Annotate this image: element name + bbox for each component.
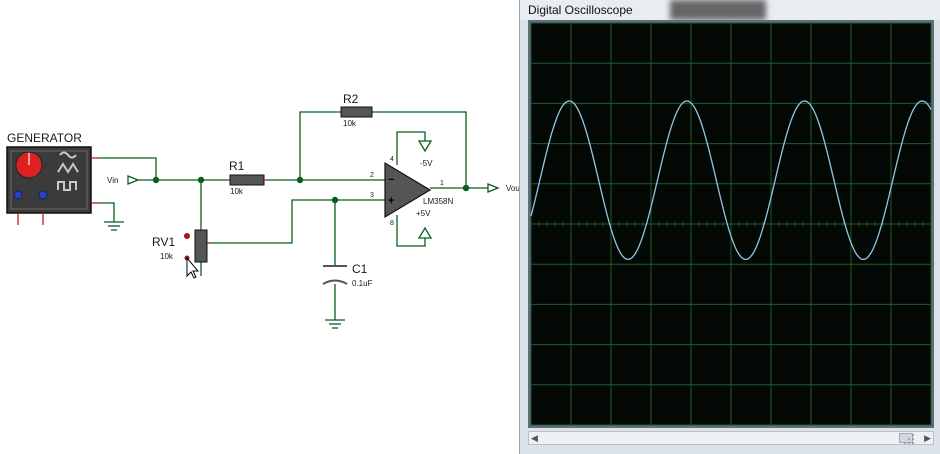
pos-supply-label: +5V xyxy=(416,209,431,218)
c1-label: C1 xyxy=(352,262,368,276)
opamp-minus-icon: − xyxy=(388,174,394,186)
oscilloscope-screen[interactable] xyxy=(528,20,934,428)
oscilloscope-trace xyxy=(530,100,932,261)
oscilloscope-titlebar[interactable]: Digital Oscilloscope xyxy=(520,0,940,20)
rv1-increase-icon[interactable] xyxy=(184,233,190,239)
rv1-label: RV1 xyxy=(152,235,175,249)
horizontal-scrollbar[interactable]: ◀ ▶ xyxy=(528,431,934,445)
positive-supply[interactable]: +5V xyxy=(416,209,433,239)
oscilloscope-grid xyxy=(530,22,932,426)
generator-label: GENERATOR xyxy=(7,131,82,145)
opamp-lm358n[interactable]: − + 2 3 1 4 8 LM358N xyxy=(370,156,453,227)
waveform-symbols-icon xyxy=(57,151,79,191)
oscilloscope-display-frame xyxy=(528,20,934,428)
pin-8-label: 8 xyxy=(390,220,394,227)
vin-label: Vin xyxy=(107,176,118,185)
function-generator[interactable]: GENERATOR xyxy=(6,131,99,225)
pin-1-label: 1 xyxy=(440,180,444,187)
oscilloscope-window[interactable]: Digital Oscilloscope ◀ ▶ xyxy=(519,0,940,454)
rv1-value: 10k xyxy=(160,252,174,261)
ground-icon xyxy=(104,221,124,231)
potentiometer-rv1[interactable]: RV1 10k xyxy=(152,228,211,279)
r2-label: R2 xyxy=(343,92,359,106)
r1-value: 10k xyxy=(230,187,244,196)
r1-label: R1 xyxy=(229,159,245,173)
vout-label: Vout xyxy=(506,184,519,193)
vout-terminal[interactable]: Vout xyxy=(487,183,519,193)
supply-arrow-icon xyxy=(417,140,433,153)
vout-terminal-icon xyxy=(487,183,500,193)
pin-3-label: 3 xyxy=(370,192,374,199)
resize-grip-icon[interactable] xyxy=(898,428,918,448)
r2-value: 10k xyxy=(343,119,357,128)
titlebar-controls[interactable] xyxy=(670,0,766,20)
opamp-part-label: LM358N xyxy=(423,197,453,206)
pin-2-label: 2 xyxy=(370,172,374,179)
generator-button-left-icon[interactable] xyxy=(13,190,23,200)
opamp-plus-icon: + xyxy=(388,195,394,207)
supply-arrow-icon xyxy=(417,226,433,239)
circuit-schematic: GENERATOR xyxy=(6,92,519,329)
junction-nodes xyxy=(152,176,470,204)
scroll-left-icon[interactable]: ◀ xyxy=(531,433,538,443)
wires xyxy=(99,111,488,320)
resistor-r1[interactable]: R1 10k xyxy=(226,159,268,196)
scroll-right-icon[interactable]: ▶ xyxy=(924,433,931,443)
negative-supply[interactable]: -5V xyxy=(417,140,433,168)
oscilloscope-title: Digital Oscilloscope xyxy=(528,3,633,17)
ground-icon xyxy=(325,319,345,329)
neg-supply-label: -5V xyxy=(420,159,433,168)
pin-4-label: 4 xyxy=(390,156,394,163)
opamp-triangle-icon xyxy=(384,161,432,219)
resistor-r2[interactable]: R2 10k xyxy=(338,92,373,128)
vin-terminal-icon xyxy=(127,175,140,185)
mouse-cursor-icon xyxy=(186,256,200,279)
vin-terminal[interactable]: Vin xyxy=(107,175,140,185)
generator-button-right-icon[interactable] xyxy=(38,190,48,200)
c1-value: 0.1uF xyxy=(352,279,373,288)
capacitor-c1[interactable]: C1 0.1uF xyxy=(322,262,373,288)
